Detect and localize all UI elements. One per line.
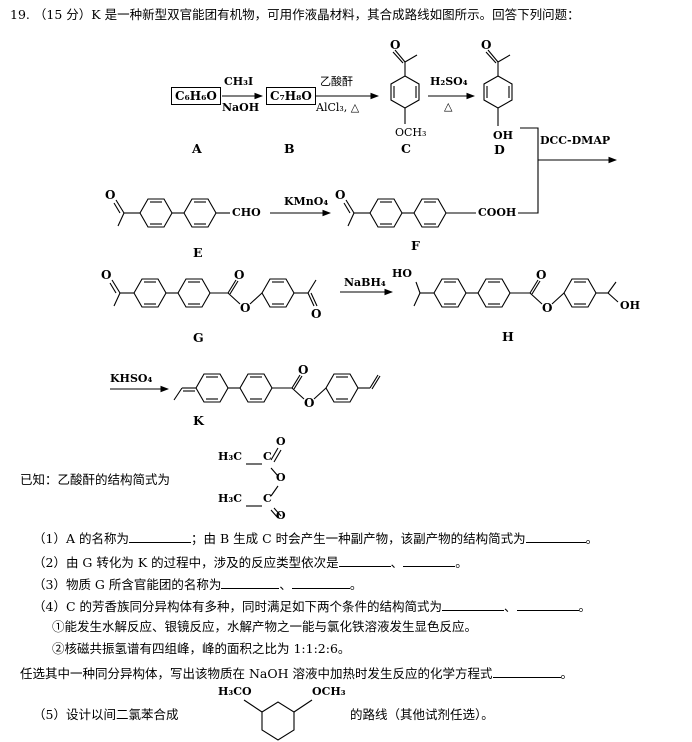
group-oh-d: OH	[493, 129, 513, 142]
structure-c: O	[390, 38, 420, 124]
answer-blank[interactable]	[516, 598, 579, 611]
answer-blank[interactable]	[525, 530, 586, 543]
coupling-bracket	[518, 127, 539, 214]
subquestion-4-equation: 任选其中一种同分异构体，写出该物质在 NaOH 溶液中加热时发生反应的化学方程式…	[20, 665, 574, 681]
structure-f: O	[335, 188, 476, 228]
reagent-naoh: NaOH	[222, 101, 260, 114]
reagent-dcc-dmap: DCC-DMAP	[540, 134, 611, 147]
subquestion-3: （3）物质 G 所含官能团的名称为、。	[33, 576, 363, 592]
reagent-heat: △	[444, 100, 453, 113]
svg-text:O: O	[311, 307, 321, 321]
reagent-h2so4: H₂SO₄	[430, 75, 468, 88]
question-header: 19. （15 分）K 是一种新型双官能团有机物，可用作液晶材料，其合成路线如图…	[10, 7, 580, 22]
condition-2: ②核磁共振氢谱有四组峰，峰的面积之比为 1:1:2:6。	[52, 641, 351, 656]
reagent-ch3i: CH₃I	[224, 75, 254, 88]
structure-g: O O O O	[101, 268, 321, 321]
subquestion-5-tail: 的路线（其他试剂任选）。	[350, 707, 494, 722]
structure-h: O O	[413, 268, 619, 315]
anhydride-o-2: O	[276, 471, 286, 484]
label-a: A	[192, 141, 202, 156]
reagent-khso4: KHSO₄	[110, 372, 153, 385]
subquestion-1: （1）A 的名称为；由 B 生成 C 时会产生一种副产物，该副产物的结构简式为。	[33, 530, 599, 546]
answer-blank[interactable]	[338, 554, 391, 567]
label-d: D	[494, 142, 505, 157]
subquestion-4: （4）C 的芳香族同分异构体有多种，同时满足如下两个条件的结构简式为、。	[33, 598, 592, 614]
formula-box-a: C₆H₆O	[171, 87, 221, 105]
reagent-alcl3: AlCl₃, △	[316, 101, 360, 114]
formula-box-b: C₇H₈O	[266, 87, 316, 105]
anhydride-h3c-bottom: H₃C	[218, 492, 242, 505]
svg-text:O: O	[234, 268, 244, 282]
label-b: B	[284, 141, 295, 156]
answer-blank[interactable]	[403, 554, 456, 567]
anhydride-c-top: C	[263, 450, 272, 463]
label-g: G	[193, 330, 204, 345]
subquestion-2: （2）由 G 转化为 K 的过程中，涉及的反应类型依次是、。	[33, 554, 468, 570]
svg-text:O: O	[304, 396, 314, 410]
label-f: F	[411, 238, 420, 253]
structure-target-cyclohexane	[243, 699, 313, 741]
group-cooh: COOH	[478, 206, 517, 219]
group-oh-h: OH	[620, 299, 640, 312]
anhydride-o-1: O	[276, 435, 286, 448]
reagent-kmno4: KMnO₄	[284, 195, 329, 208]
svg-text:O: O	[105, 188, 115, 202]
svg-text:O: O	[536, 268, 546, 282]
structure-d: O	[481, 38, 513, 126]
condition-1: ①能发生水解反应、银镜反应，水解产物之一能与氯化铁溶液发生显色反应。	[52, 619, 478, 634]
svg-text:O: O	[335, 188, 345, 202]
reagent-nabh4: NaBH₄	[344, 276, 386, 289]
group-ho-h: HO	[392, 267, 412, 280]
anhydride-c-bottom: C	[263, 492, 272, 505]
known-anhydride-text: 已知：乙酸酐的结构简式为	[20, 472, 171, 487]
label-e: E	[193, 245, 203, 260]
svg-text:O: O	[240, 301, 250, 315]
svg-text:O: O	[298, 363, 308, 377]
subquestion-5: （5）设计以间二氯苯合成	[33, 707, 179, 722]
structure-acetic-anhydride	[246, 447, 282, 519]
label-k: K	[193, 413, 204, 428]
atom-o-d: O	[481, 38, 491, 52]
group-och3: OCH₃	[395, 126, 427, 139]
answer-blank[interactable]	[221, 576, 280, 589]
answer-blank[interactable]	[442, 598, 504, 611]
anhydride-h3c-top: H₃C	[218, 450, 242, 463]
group-cho: CHO	[232, 206, 261, 219]
structure-e: O	[105, 188, 230, 228]
answer-blank[interactable]	[128, 530, 191, 543]
reagent-acetic-anhydride: 乙酸酐	[320, 75, 353, 88]
label-h: H	[502, 329, 514, 344]
structure-k: O O	[173, 363, 381, 410]
svg-text:O: O	[542, 301, 552, 315]
svg-text:O: O	[101, 268, 111, 282]
question-number: 19.	[10, 7, 30, 22]
answer-blank[interactable]	[492, 665, 561, 678]
question-intro: （15 分）K 是一种新型双官能团有机物，可用作液晶材料，其合成路线如图所示。回…	[33, 7, 580, 22]
target-h3co: H₃CO	[218, 685, 252, 698]
answer-blank[interactable]	[291, 576, 350, 589]
atom-o-c: O	[390, 38, 400, 52]
label-c: C	[401, 141, 411, 156]
target-och3: OCH₃	[312, 685, 346, 698]
